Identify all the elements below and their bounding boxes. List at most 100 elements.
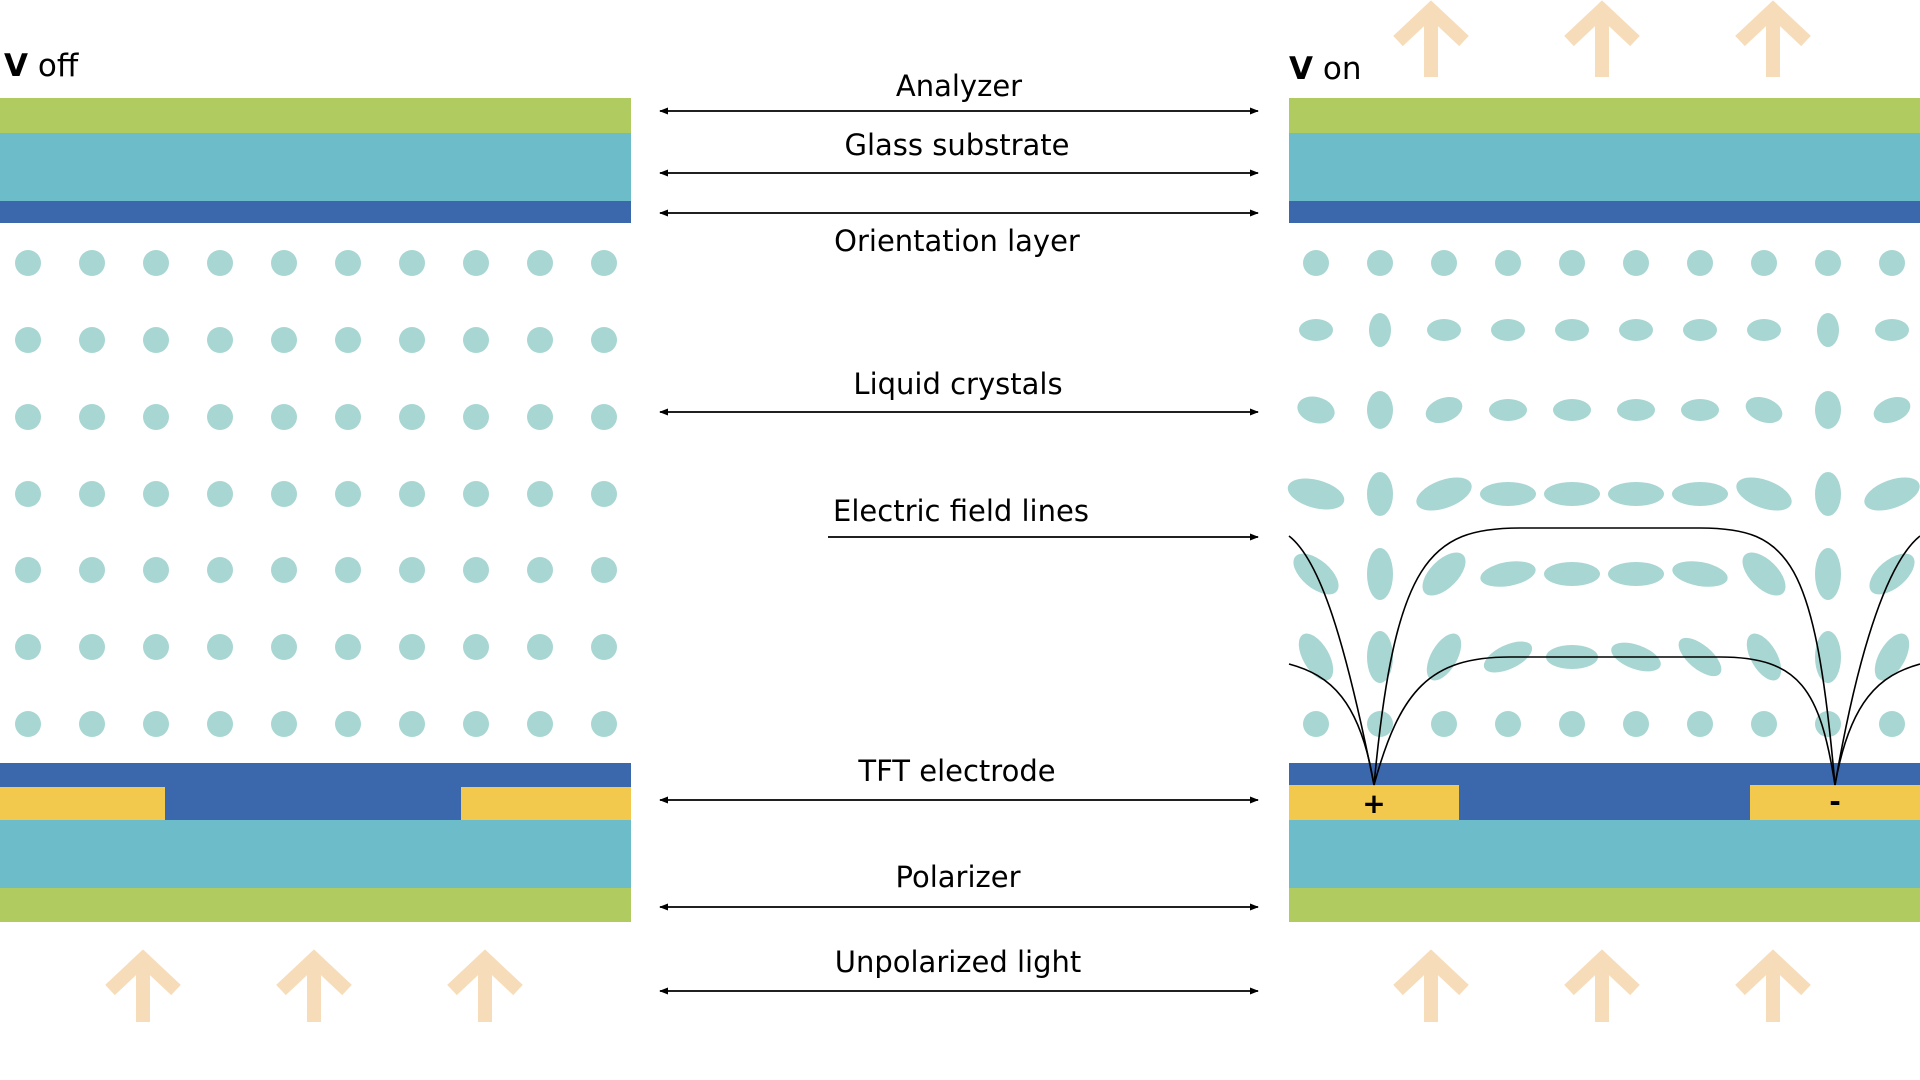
liquid-crystal: [15, 634, 41, 660]
liquid-crystal: [1746, 633, 1782, 681]
label-analyzer: Analyzer: [896, 69, 1022, 103]
liquid-crystal: [1617, 399, 1655, 421]
liquid-crystal: [79, 327, 105, 353]
liquid-crystal: [271, 711, 297, 737]
liquid-crystals-off: [15, 250, 617, 737]
liquid-crystal: [143, 557, 169, 583]
liquid-crystal: [1287, 478, 1345, 510]
liquid-crystal: [1745, 396, 1783, 424]
up-arrow-icon: [1564, 949, 1640, 1022]
glass-substrate-bottom: [1289, 820, 1920, 888]
liquid-crystal: [591, 327, 617, 353]
electrode-left: [0, 787, 165, 820]
liquid-crystal: [271, 634, 297, 660]
liquid-crystal: [1623, 711, 1649, 737]
tft-layer: [1289, 763, 1920, 785]
liquid-crystal: [1369, 313, 1391, 347]
electrode-right: [461, 787, 631, 820]
liquid-crystal: [1544, 482, 1600, 506]
liquid-crystal: [591, 481, 617, 507]
liquid-crystal: [1422, 552, 1466, 596]
liquid-crystal: [1608, 562, 1664, 586]
light-arrows: [105, 0, 1811, 1022]
liquid-crystal: [207, 250, 233, 276]
liquid-crystal: [1751, 250, 1777, 276]
liquid-crystal: [463, 404, 489, 430]
liquid-crystal: [463, 711, 489, 737]
liquid-crystal: [527, 481, 553, 507]
liquid-crystal: [527, 634, 553, 660]
liquid-crystal: [15, 481, 41, 507]
liquid-crystal: [591, 557, 617, 583]
liquid-crystal: [399, 404, 425, 430]
liquid-crystal: [1815, 548, 1841, 600]
liquid-crystal: [1367, 548, 1393, 600]
liquid-crystal: [1619, 319, 1653, 341]
glass-substrate-top: [1289, 133, 1920, 201]
liquid-crystal: [1815, 391, 1841, 429]
liquid-crystal: [143, 327, 169, 353]
liquid-crystal: [335, 404, 361, 430]
liquid-crystal: [15, 557, 41, 583]
label-glass-substrate: Glass substrate: [844, 128, 1069, 162]
liquid-crystal: [1681, 399, 1719, 421]
tft-layer: [0, 763, 631, 787]
polarizer-layer: [0, 888, 631, 922]
liquid-crystal: [1298, 633, 1334, 681]
up-arrow-icon: [1735, 949, 1811, 1022]
up-arrow-icon: [1735, 0, 1811, 77]
label-liquid-crystals: Liquid crystals: [853, 367, 1062, 401]
field-line: [1834, 535, 1920, 786]
liquid-crystal: [207, 327, 233, 353]
liquid-crystal: [1815, 472, 1841, 516]
liquid-crystal: [1427, 319, 1461, 341]
liquid-crystal: [1864, 477, 1920, 511]
liquid-crystal: [79, 250, 105, 276]
liquid-crystal: [1623, 250, 1649, 276]
liquid-crystal: [143, 634, 169, 660]
liquid-crystal: [1869, 553, 1915, 595]
liquid-crystal: [143, 711, 169, 737]
liquid-crystal: [79, 557, 105, 583]
liquid-crystal: [1299, 319, 1333, 341]
up-arrow-icon: [105, 949, 181, 1022]
liquid-crystal: [79, 404, 105, 430]
liquid-crystal: [335, 250, 361, 276]
voltage-symbol: V: [1289, 51, 1313, 87]
liquid-crystal: [1672, 561, 1728, 587]
label-polarizer: Polarizer: [896, 860, 1021, 894]
liquid-crystal: [271, 250, 297, 276]
liquid-crystal: [463, 327, 489, 353]
liquid-crystal: [1367, 250, 1393, 276]
liquid-crystal: [399, 557, 425, 583]
label-tft-electrode: TFT electrode: [857, 754, 1055, 788]
liquid-crystal: [1431, 711, 1457, 737]
liquid-crystal: [591, 404, 617, 430]
liquid-crystal: [527, 327, 553, 353]
field-line: [1834, 663, 1920, 786]
liquid-crystal: [1815, 711, 1841, 737]
field-line: [1373, 527, 1836, 786]
liquid-crystal: [463, 481, 489, 507]
liquid-crystal: [1555, 319, 1589, 341]
up-arrow-icon: [447, 949, 523, 1022]
analyzer-layer: [1289, 98, 1920, 133]
electrode-gap: [1459, 785, 1750, 820]
liquid-crystal: [1480, 482, 1536, 506]
liquid-crystal: [463, 557, 489, 583]
voltage-symbol: V: [4, 48, 28, 84]
liquid-crystal: [1431, 250, 1457, 276]
liquid-crystal: [1736, 477, 1792, 511]
liquid-crystal: [1416, 477, 1472, 511]
liquid-crystal: [1672, 482, 1728, 506]
label-orientation-layer: Orientation layer: [834, 224, 1080, 258]
glass-substrate-bottom: [0, 820, 631, 888]
panel-title-off: V off: [4, 48, 79, 84]
electric-field-lines: [1288, 527, 1920, 786]
liquid-crystal: [271, 557, 297, 583]
liquid-crystal: [527, 557, 553, 583]
liquid-crystal: [1489, 399, 1527, 421]
up-arrow-icon: [276, 949, 352, 1022]
liquid-crystal: [79, 481, 105, 507]
